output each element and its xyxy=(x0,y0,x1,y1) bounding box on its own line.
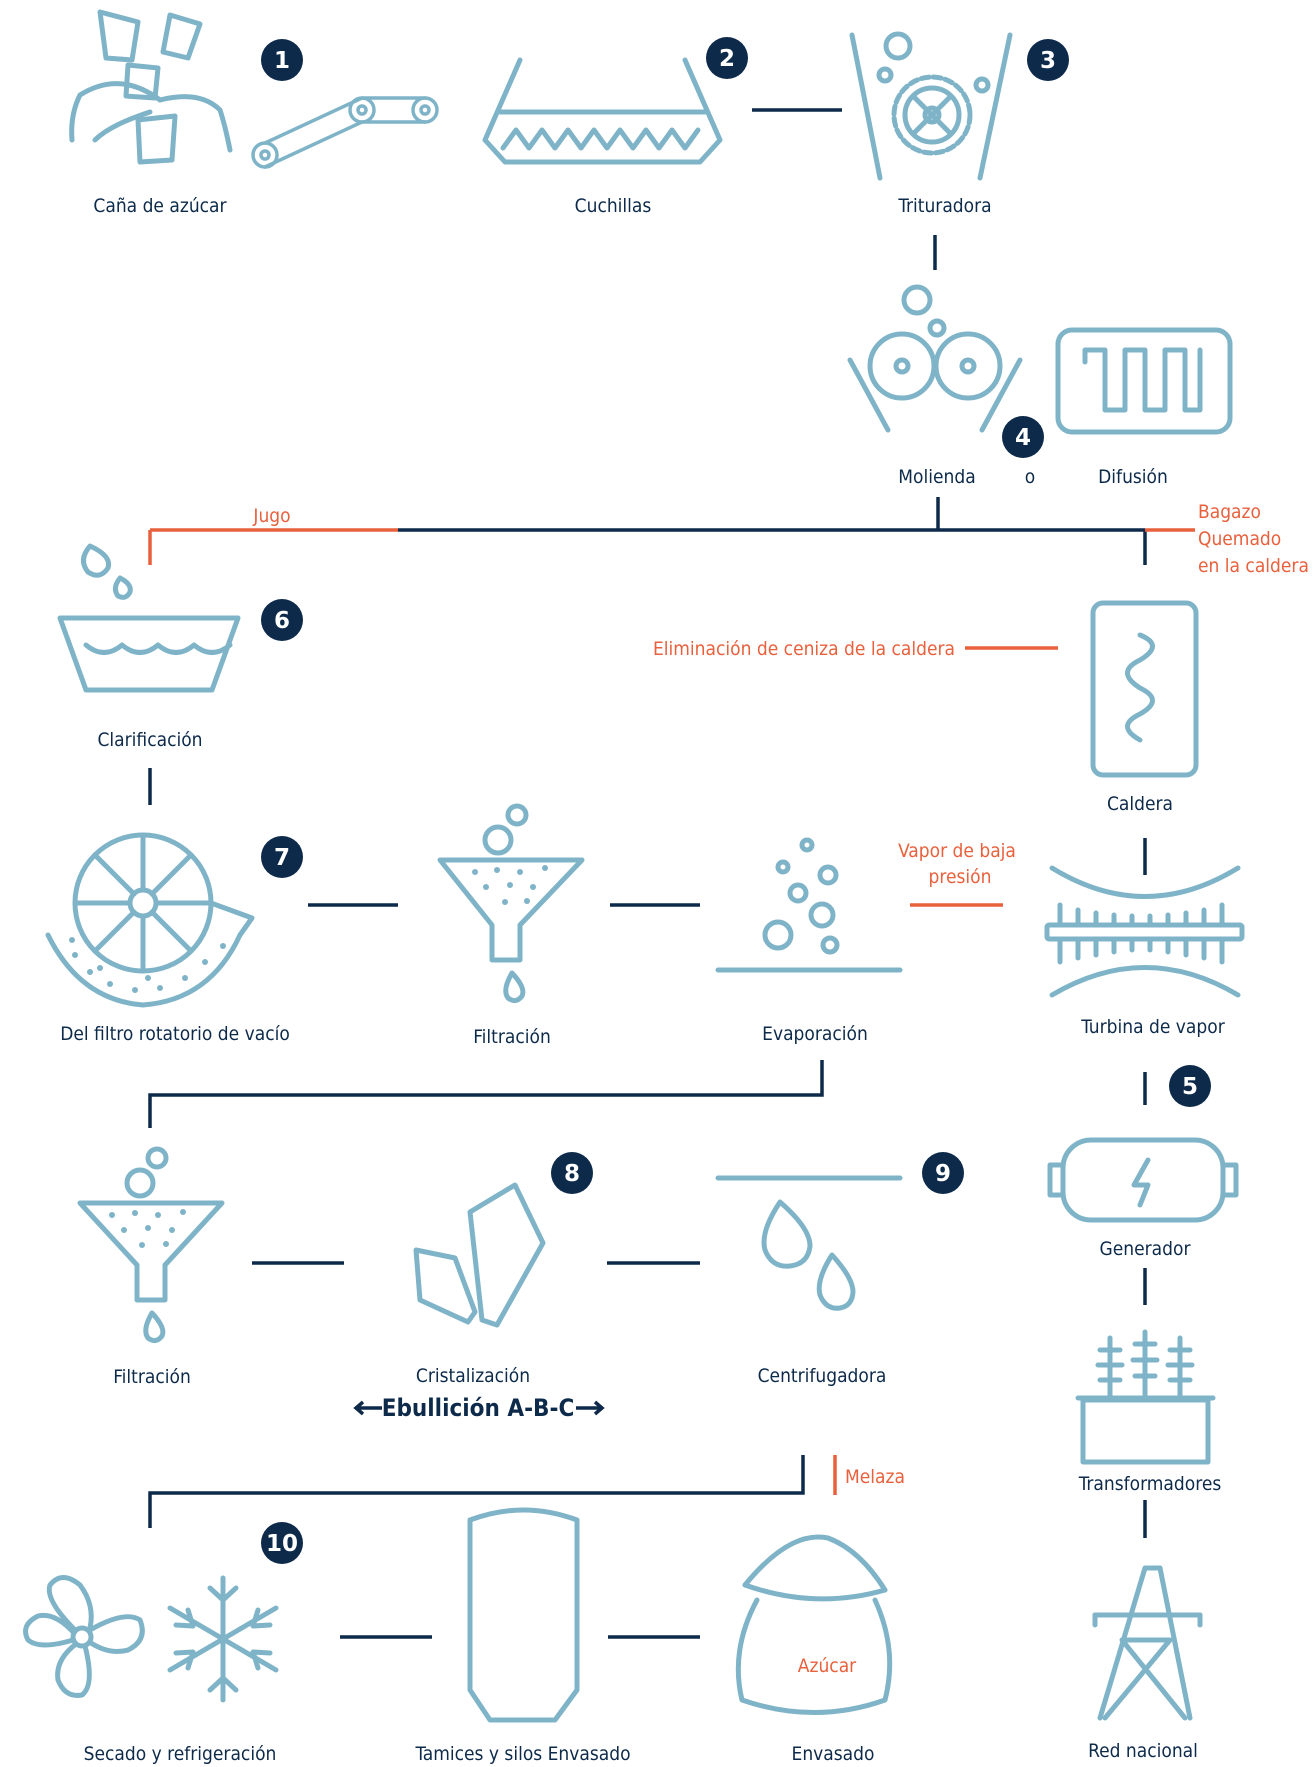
label-transformadores: Transformadores xyxy=(1078,1473,1222,1495)
label-centrifugadora: Centrifugadora xyxy=(758,1365,887,1387)
transformers-icon xyxy=(1075,1329,1216,1465)
annotation-jugo: Jugo xyxy=(252,505,290,527)
step-badges: 1 2 3 4 6 7 5 8 9 10 xyxy=(261,37,1211,1564)
label-caldera: Caldera xyxy=(1107,793,1173,815)
steam-turbine-icon xyxy=(1044,865,1245,998)
filtration-2-icon xyxy=(77,1146,225,1344)
label-o: o xyxy=(1025,466,1035,488)
milling-icon xyxy=(847,284,1023,433)
annotation-bagazo-3: en la caldera xyxy=(1198,555,1309,577)
sugar-cane-icon xyxy=(69,9,233,165)
fan-icon xyxy=(23,1575,145,1698)
label-molienda: Molienda xyxy=(898,466,975,488)
snowflake-icon xyxy=(167,1575,279,1703)
annotation-ceniza: Eliminación de ceniza de la caldera xyxy=(653,638,955,660)
annotation-azucar: Azúcar xyxy=(798,1655,857,1677)
badge-1: 1 xyxy=(274,48,290,74)
label-turbina: Turbina de vapor xyxy=(1080,1016,1225,1038)
step-labels: Caña de azúcar Cuchillas Trituradora Mol… xyxy=(60,195,1226,1765)
label-tamices: Tamices y silos Envasado xyxy=(414,1743,630,1765)
label-red-nacional: Red nacional xyxy=(1088,1740,1198,1762)
sugar-bag-icon xyxy=(735,1534,893,1715)
annotation-bagazo-2: Quemado xyxy=(1198,528,1281,550)
boiler-icon xyxy=(1090,600,1199,778)
badge-9: 9 xyxy=(935,1161,951,1187)
badge-7: 7 xyxy=(274,845,290,871)
label-evaporacion: Evaporación xyxy=(762,1023,868,1045)
label-filtracion-2: Filtración xyxy=(113,1366,191,1388)
annotation-bagazo-1: Bagazo xyxy=(1198,501,1261,523)
badge-5: 5 xyxy=(1182,1074,1198,1100)
badge-10: 10 xyxy=(266,1531,298,1557)
clarification-icon xyxy=(57,543,241,693)
badge-2: 2 xyxy=(719,46,735,72)
diffusion-icon xyxy=(1055,327,1233,435)
ebullicion-arrows xyxy=(353,1400,605,1416)
label-difusion: Difusión xyxy=(1098,466,1168,488)
label-filtro-rotatorio: Del filtro rotatorio de vacío xyxy=(60,1023,290,1045)
crusher-icon xyxy=(849,31,1013,181)
label-generador: Generador xyxy=(1100,1238,1192,1260)
generator-icon xyxy=(1047,1137,1239,1223)
grid-tower-icon xyxy=(1092,1565,1203,1721)
filtration-dots xyxy=(472,865,548,905)
annotation-melaza: Melaza xyxy=(845,1466,905,1488)
centrifuge-icon xyxy=(715,1175,903,1311)
evaporation-icon xyxy=(715,837,903,973)
annotations: Jugo Bagazo Quemado en la caldera Elimin… xyxy=(252,501,1309,1677)
annotation-vapor-2: presión xyxy=(929,866,992,888)
badge-6: 6 xyxy=(274,608,290,634)
connector-lines xyxy=(148,108,1195,1639)
label-cana: Caña de azúcar xyxy=(93,195,227,217)
annotation-ebullicion: Ebullición A-B-C xyxy=(382,1394,575,1422)
rotary-filter-icon xyxy=(45,832,255,1008)
silo-icon xyxy=(467,1507,580,1723)
label-filtracion-1: Filtración xyxy=(473,1026,551,1048)
rotary-filter-dots xyxy=(69,937,226,993)
annotation-vapor-1: Vapor de baja xyxy=(898,840,1016,862)
conveyor-icon xyxy=(251,96,439,169)
label-envasado: Envasado xyxy=(792,1743,875,1765)
badge-8: 8 xyxy=(564,1161,580,1187)
badge-3: 3 xyxy=(1040,48,1056,74)
label-trituradora: Trituradora xyxy=(897,195,991,217)
crystals-icon xyxy=(413,1182,546,1328)
filtration-icon xyxy=(437,803,585,1004)
label-clarificacion: Clarificación xyxy=(97,729,202,751)
filtration-2-dots xyxy=(109,1209,186,1248)
knives-icon xyxy=(482,57,723,165)
badge-4: 4 xyxy=(1015,425,1031,451)
label-secado: Secado y refrigeración xyxy=(84,1743,277,1765)
label-cuchillas: Cuchillas xyxy=(575,195,652,217)
label-cristalizacion: Cristalización xyxy=(416,1365,530,1387)
